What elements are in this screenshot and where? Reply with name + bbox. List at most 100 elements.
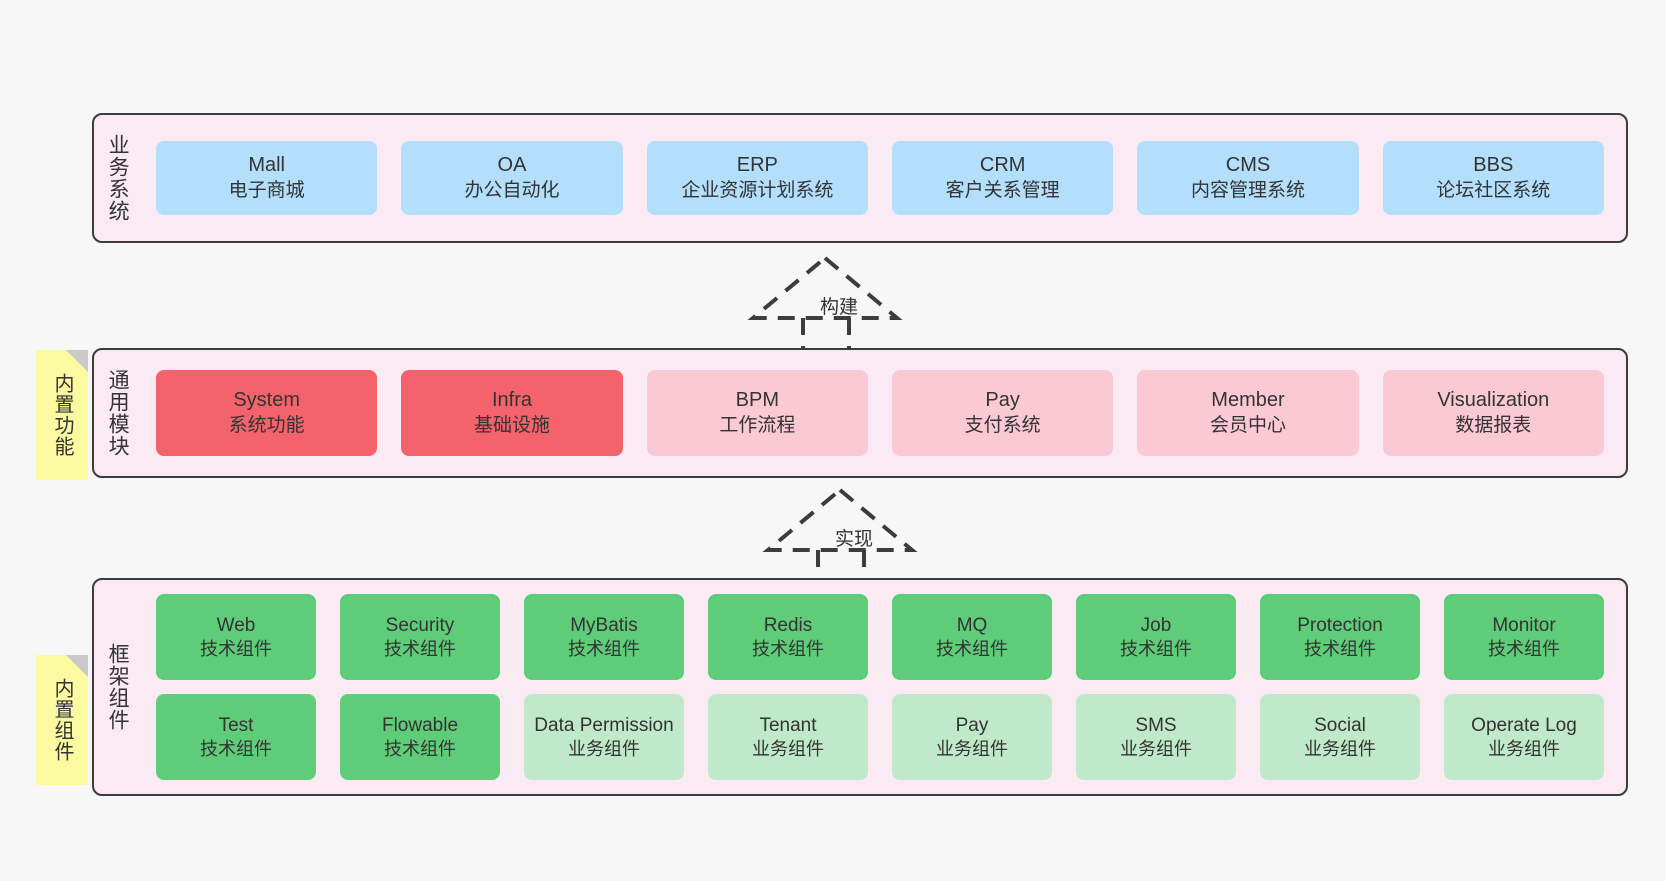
business-cell-mall[interactable]: Mall 电子商城 [156, 141, 378, 215]
cell-name: Social [1314, 714, 1366, 736]
cell-desc: 办公自动化 [464, 179, 560, 201]
cell-desc: 业务组件 [752, 738, 824, 759]
cell-name: System [233, 389, 300, 412]
cell-name: Mall [248, 154, 285, 177]
framework-cell-job[interactable]: Job 技术组件 [1076, 594, 1236, 680]
cell-desc: 论坛社区系统 [1436, 179, 1551, 201]
cell-desc: 业务组件 [1488, 738, 1560, 759]
framework-components-cell-group: Web 技术组件 Security 技术组件 MyBatis 技术组件 Redi… [140, 580, 1626, 794]
cell-name: Job [1140, 614, 1172, 636]
cell-name: Pay [955, 714, 989, 736]
cell-desc: 技术组件 [200, 638, 272, 659]
cell-desc: 基础设施 [473, 414, 550, 436]
framework-row-business: Test 技术组件 Flowable 技术组件 Data Permission … [144, 694, 1616, 780]
business-cell-erp[interactable]: ERP 企业资源计划系统 [646, 141, 868, 215]
cell-desc: 技术组件 [1120, 638, 1192, 659]
module-cell-member[interactable]: Member 会员中心 [1137, 370, 1359, 456]
business-cell-oa[interactable]: OA 办公自动化 [401, 141, 623, 215]
layer-business-systems: 业务系统 Mall 电子商城 OA 办公自动化 ERP 企业资源计划系统 CRM… [92, 113, 1628, 243]
cell-desc: 业务组件 [1120, 738, 1192, 759]
arrow-build: 构建 [747, 255, 912, 348]
layer-label-business-systems: 业务系统 [106, 134, 130, 222]
cell-desc: 技术组件 [568, 638, 640, 659]
framework-cell-monitor[interactable]: Monitor 技术组件 [1444, 594, 1604, 680]
cell-name: MyBatis [570, 614, 638, 636]
arrow-shaft-implement [816, 550, 866, 580]
framework-cell-redis[interactable]: Redis 技术组件 [708, 594, 868, 680]
framework-cell-mybatis[interactable]: MyBatis 技术组件 [524, 594, 684, 680]
sticky-note-builtin-functions: 内置功能 [36, 350, 88, 480]
framework-cell-test[interactable]: Test 技术组件 [156, 694, 316, 780]
module-cell-pay[interactable]: Pay 支付系统 [891, 370, 1114, 456]
layer-framework-components: 框架组件 Web 技术组件 Security 技术组件 MyBatis 技术组件… [92, 578, 1628, 796]
page-fold-icon [66, 655, 88, 677]
module-cell-visualization[interactable]: Visualization 数据报表 [1382, 370, 1604, 456]
framework-cell-social[interactable]: Social 业务组件 [1260, 694, 1420, 780]
cell-name: Infra [491, 389, 532, 412]
cell-name: CRM [979, 154, 1026, 177]
cell-name: Flowable [381, 714, 459, 736]
cell-name: MQ [956, 614, 988, 636]
common-modules-cell-group: System 系统功能 Infra 基础设施 BPM 工作流程 Pay 支付系统… [140, 350, 1626, 476]
cell-desc: 系统功能 [228, 414, 305, 436]
arrow-label-implement: 实现 [835, 529, 874, 550]
cell-desc: 业务组件 [568, 738, 640, 759]
cell-desc: 工作流程 [719, 414, 796, 436]
cell-name: Security [385, 614, 455, 636]
cell-name: BPM [735, 389, 779, 412]
cell-desc: 企业资源计划系统 [681, 179, 834, 201]
arrowhead-implement [762, 487, 918, 552]
cell-name: Protection [1297, 614, 1383, 636]
cell-desc: 会员中心 [1209, 414, 1286, 436]
module-cell-system[interactable]: System 系统功能 [156, 370, 378, 456]
business-cell-bbs[interactable]: BBS 论坛社区系统 [1382, 141, 1604, 215]
module-cell-infra[interactable]: Infra 基础设施 [401, 370, 623, 456]
cell-name: BBS [1473, 154, 1514, 177]
cell-name: Redis [763, 614, 813, 636]
cell-desc: 技术组件 [752, 638, 824, 659]
cell-name: Web [216, 614, 256, 636]
cell-name: Test [218, 714, 254, 736]
arrow-implement: 实现 [762, 487, 927, 580]
framework-cell-mq[interactable]: MQ 技术组件 [892, 594, 1052, 680]
cell-desc: 技术组件 [1304, 638, 1376, 659]
business-cell-crm[interactable]: CRM 客户关系管理 [891, 141, 1114, 215]
arrow-label-build: 构建 [820, 297, 859, 318]
cell-name: CMS [1225, 154, 1271, 177]
cell-desc: 业务组件 [1304, 738, 1376, 759]
cell-desc: 业务组件 [936, 738, 1008, 759]
cell-name: Monitor [1492, 614, 1556, 636]
framework-row-tech: Web 技术组件 Security 技术组件 MyBatis 技术组件 Redi… [144, 594, 1616, 680]
cell-desc: 技术组件 [1488, 638, 1560, 659]
framework-cell-data-permission[interactable]: Data Permission 业务组件 [524, 694, 684, 780]
note-label: 内置组件 [51, 678, 73, 762]
sticky-note-builtin-components: 内置组件 [36, 655, 88, 785]
cell-desc: 数据报表 [1455, 414, 1532, 436]
business-cell-cms[interactable]: CMS 内容管理系统 [1137, 141, 1359, 215]
cell-desc: 技术组件 [200, 738, 272, 759]
framework-cell-operate-log[interactable]: Operate Log 业务组件 [1444, 694, 1604, 780]
framework-cell-flowable[interactable]: Flowable 技术组件 [340, 694, 500, 780]
cell-desc: 内容管理系统 [1190, 179, 1305, 201]
cell-name: Tenant [759, 714, 817, 736]
framework-cell-protection[interactable]: Protection 技术组件 [1260, 594, 1420, 680]
framework-cell-security[interactable]: Security 技术组件 [340, 594, 500, 680]
framework-cell-sms[interactable]: SMS 业务组件 [1076, 694, 1236, 780]
framework-cell-pay[interactable]: Pay 业务组件 [892, 694, 1052, 780]
cell-name: Visualization [1437, 389, 1550, 412]
business-systems-cell-group: Mall 电子商城 OA 办公自动化 ERP 企业资源计划系统 CRM 客户关系… [140, 115, 1626, 241]
layer-label-common-modules: 通用模块 [106, 369, 130, 457]
framework-cell-tenant[interactable]: Tenant 业务组件 [708, 694, 868, 780]
cell-desc: 支付系统 [964, 414, 1041, 436]
arrow-shaft-build [801, 318, 851, 348]
cell-desc: 技术组件 [384, 638, 456, 659]
cell-name: OA [497, 154, 527, 177]
cell-desc: 技术组件 [936, 638, 1008, 659]
cell-name: Operate Log [1471, 714, 1577, 736]
layer-label-framework-components: 框架组件 [106, 643, 130, 731]
cell-desc: 客户关系管理 [945, 179, 1060, 201]
module-cell-bpm[interactable]: BPM 工作流程 [646, 370, 868, 456]
framework-cell-web[interactable]: Web 技术组件 [156, 594, 316, 680]
cell-desc: 电子商城 [228, 179, 305, 201]
cell-name: ERP [736, 154, 778, 177]
